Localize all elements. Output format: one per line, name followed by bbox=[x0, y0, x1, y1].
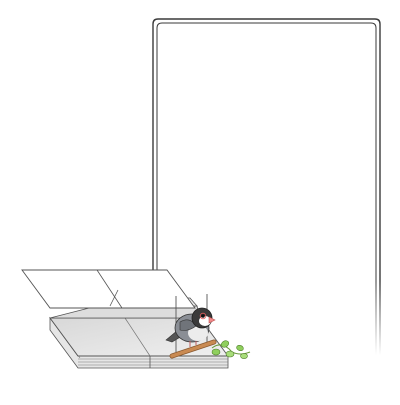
label-sheet-frame-icon bbox=[152, 18, 381, 355]
leafy-vine-icon bbox=[211, 340, 251, 359]
java-sparrow-bird-icon bbox=[165, 307, 216, 347]
folded-paper-stack-icon bbox=[21, 269, 229, 369]
